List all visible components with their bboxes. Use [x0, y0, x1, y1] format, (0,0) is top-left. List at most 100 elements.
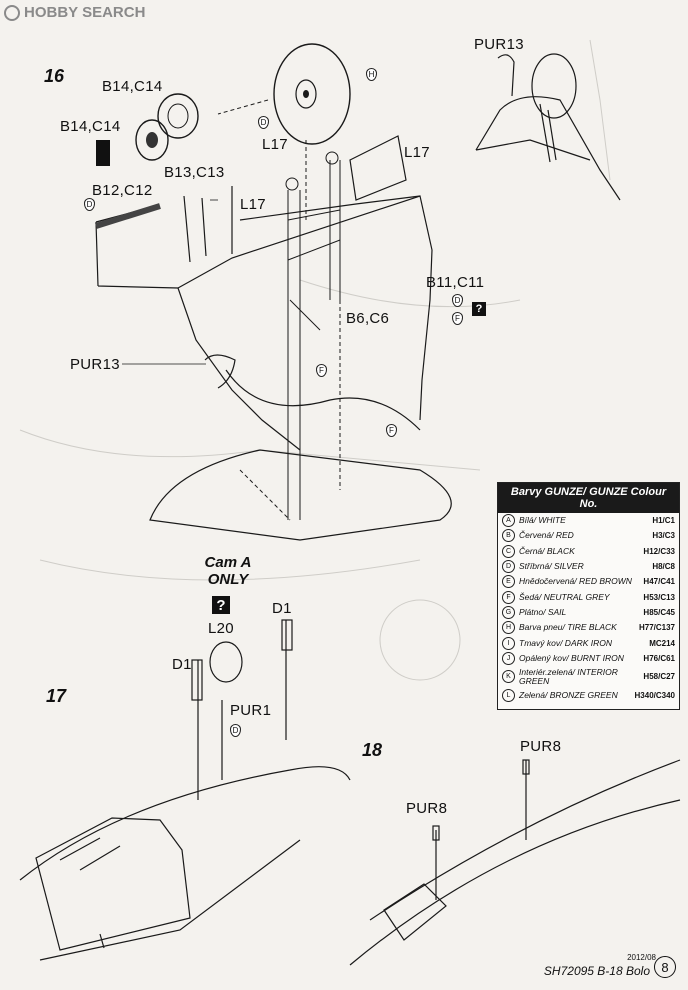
- legend-name: Interiér.zelená/ INTERIOR GREEN: [519, 666, 618, 686]
- legend-row: H Barva pneu/ TIRE BLACK H77/C137: [498, 620, 679, 635]
- legend-key: C: [502, 544, 515, 558]
- footer-date: 2012/08: [627, 953, 656, 962]
- paint-drop-d-icon: D: [452, 294, 463, 307]
- part-label-pur1: PUR1: [230, 702, 272, 719]
- part-label-l17-b: L17: [404, 144, 430, 161]
- part-label-b12c12: B12,C12: [92, 182, 153, 199]
- cam-note-line1: Cam A: [204, 554, 252, 571]
- watermark: HOBBY SEARCH: [4, 4, 145, 21]
- legend-name: Šedá/ NEUTRAL GREY: [519, 591, 610, 602]
- legend-code: H8/C8: [652, 562, 675, 572]
- legend-key: J: [502, 651, 515, 665]
- legend-row: G Plátno/ SAIL H85/C45: [498, 605, 679, 620]
- legend-name: Hnědočervená/ RED BROWN: [519, 576, 632, 587]
- part-label-l17-c: L17: [240, 196, 266, 213]
- legend-key: B: [502, 529, 515, 543]
- watermark-text: HOBBY SEARCH: [24, 4, 146, 21]
- legend-name: Plátno/ SAIL: [519, 606, 567, 617]
- paint-drop-d-icon: D: [258, 116, 269, 129]
- part-label-b13c13: B13,C13: [164, 164, 225, 181]
- cam-a-only-note: Cam A ONLY: [196, 554, 260, 588]
- wheel-halves: [96, 93, 199, 166]
- legend-key: I: [502, 636, 515, 650]
- legend-title: Barvy GUNZE/ GUNZE Colour No.: [498, 483, 679, 513]
- colour-legend: Barvy GUNZE/ GUNZE Colour No. A Bílá/ WHI…: [497, 482, 680, 710]
- legend-name: Opálený kov/ BURNT IRON: [519, 652, 624, 663]
- legend-key: G: [502, 605, 515, 619]
- paint-drop-d-icon: D: [230, 724, 241, 737]
- legend-row: L Zelená/ BRONZE GREEN H340/C340: [498, 688, 679, 703]
- step-17-number: 17: [46, 685, 67, 706]
- legend-name: Tmavý kov/ DARK IRON: [519, 637, 613, 648]
- nacelle-drawing: [95, 135, 452, 541]
- legend-key: H: [502, 621, 515, 635]
- part-label-d1-right: D1: [272, 600, 292, 617]
- legend-code: H53/C13: [643, 592, 675, 602]
- legend-key: A: [502, 514, 515, 528]
- legend-row: B Červená/ RED H3/C3: [498, 528, 679, 543]
- footer-product-code: SH72095 B-18 Bolo: [543, 964, 650, 978]
- footer: SH72095 B-18 Bolo 8: [544, 956, 676, 978]
- part-label-pur13-inset: PUR13: [474, 36, 524, 53]
- part-label-l17-a: L17: [262, 136, 288, 153]
- step-18-badge: 18: [356, 738, 412, 762]
- legend-code: H47/C41: [643, 577, 675, 587]
- part-label-pur8-top: PUR8: [520, 738, 562, 755]
- legend-code: H1/C1: [652, 516, 675, 526]
- legend-name: Černá/ BLACK: [519, 545, 575, 556]
- assembly-guides: [217, 99, 341, 521]
- legend-code: H85/C45: [643, 607, 675, 617]
- legend-key: L: [502, 689, 515, 703]
- legend-row: J Opálený kov/ BURNT IRON H76/C61: [498, 651, 679, 666]
- legend-key: E: [502, 575, 515, 589]
- leader-lines: [122, 199, 218, 365]
- legend-name: Červená/ RED: [519, 530, 574, 541]
- step-16-number: 16: [44, 65, 65, 86]
- paint-drop-h-icon: H: [366, 68, 377, 81]
- legend-code: H77/C137: [638, 623, 675, 633]
- legend-row: D Stříbrná/ SILVER H8/C8: [498, 559, 679, 574]
- step-16-badge: 16: [38, 64, 94, 88]
- inset-gear-drawing: [475, 53, 621, 201]
- part-label-pur8-left: PUR8: [406, 800, 448, 817]
- part-label-b6c6: B6,C6: [346, 310, 390, 327]
- legend-code: H340/C340: [634, 691, 675, 701]
- paint-drop-f-icon: F: [386, 424, 397, 437]
- step-18-number: 18: [362, 739, 383, 760]
- question-mark-box: ?: [212, 596, 230, 614]
- legend-name: Zelená/ BRONZE GREEN: [519, 690, 618, 701]
- fuselage-18-drawing: [349, 759, 681, 966]
- legend-name: Barva pneu/ TIRE BLACK: [519, 622, 617, 633]
- legend-row: A Bílá/ WHITE H1/C1: [498, 513, 679, 528]
- paint-drop-d-icon: D: [84, 198, 95, 211]
- legend-code: H76/C61: [643, 653, 675, 663]
- legend-code: H58/C27: [643, 672, 675, 682]
- part-label-b11c11: B11,C11: [426, 274, 485, 291]
- main-wheel: [273, 43, 351, 145]
- page-number: 8: [654, 956, 676, 978]
- legend-key: D: [502, 560, 515, 574]
- part-label-b14c14-top: B14,C14: [102, 78, 163, 95]
- step-17-badge: 17: [40, 684, 96, 708]
- part-label-pur13-main: PUR13: [70, 356, 120, 373]
- cam-note-line2: ONLY: [207, 571, 249, 588]
- legend-row: C Černá/ BLACK H12/C33: [498, 544, 679, 559]
- legend-row: F Šedá/ NEUTRAL GREY H53/C13: [498, 589, 679, 604]
- paint-drop-f-icon: F: [452, 312, 463, 325]
- part-label-l20: L20: [208, 620, 234, 637]
- part-label-b14c14-left: B14,C14: [60, 118, 121, 135]
- legend-name: Stříbrná/ SILVER: [519, 561, 584, 572]
- legend-row: E Hnědočervená/ RED BROWN H47/C41: [498, 574, 679, 589]
- legend-key: F: [502, 590, 515, 604]
- legend-name: Bílá/ WHITE: [519, 515, 566, 526]
- watermark-logo-icon: [4, 4, 20, 21]
- question-mark-box-small: ?: [472, 302, 486, 316]
- paint-drop-f-icon: F: [316, 364, 327, 377]
- legend-code: H12/C33: [643, 546, 675, 556]
- legend-code: H3/C3: [652, 531, 675, 541]
- fuselage-17-drawing: [19, 619, 351, 961]
- landing-gear-struts: [95, 151, 341, 520]
